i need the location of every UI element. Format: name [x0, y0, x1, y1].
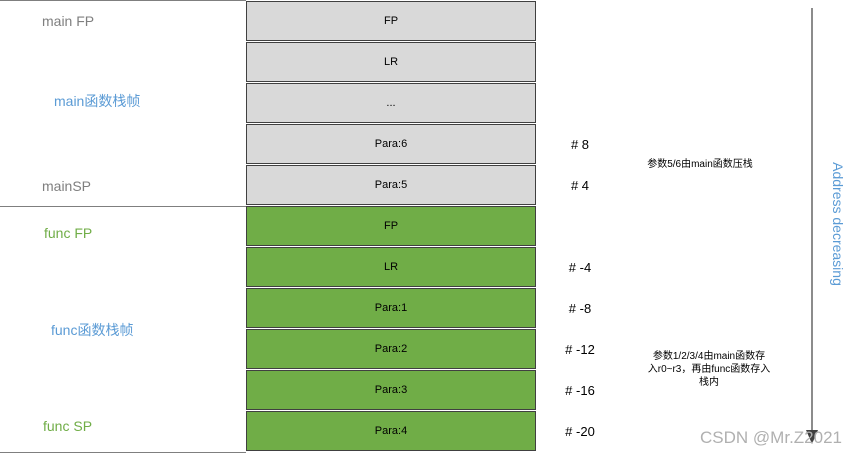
stack-cell-para5: Para:5	[246, 165, 536, 205]
main-fp-label: main FP	[42, 13, 95, 29]
stack-cell-main-ellipsis: ...	[246, 83, 536, 123]
stack-cell-para2: Para:2	[246, 329, 536, 369]
address-decreasing-label: Address decreasing	[830, 162, 846, 286]
stack-cell-func-fp: FP	[246, 206, 536, 246]
main-params-note: 参数5/6由main函数压栈	[647, 159, 753, 170]
func-params-note: 参数1/2/3/4由main函数存 入r0~r3，再由func函数存入 栈内	[624, 350, 794, 389]
func-params-note-line3: 栈内	[699, 377, 719, 388]
watermark: CSDN @Mr.Z2021	[700, 428, 842, 447]
frame-divider-line	[0, 206, 261, 207]
bottom-line	[0, 452, 246, 453]
func-params-note-line2: 入r0~r3，再由func函数存入	[647, 364, 771, 375]
stack-cell-func-lr: LR	[246, 247, 536, 287]
stack-cell-main-lr: LR	[246, 42, 536, 82]
offset-para6: # 8	[570, 137, 590, 152]
main-frame-label: main函数栈帧	[54, 93, 141, 109]
offset-para2: # -12	[565, 342, 595, 357]
func-fp-label: func FP	[44, 225, 93, 241]
offset-para4: # -20	[565, 424, 595, 439]
stack-cell-para6: Para:6	[246, 124, 536, 164]
func-frame-label: func函数栈帧	[51, 322, 134, 338]
offset-func-lr: # -4	[568, 260, 592, 275]
address-decreasing-arrow	[806, 8, 818, 444]
stack-cell-main-fp: FP	[246, 1, 536, 41]
top-line	[0, 0, 246, 1]
func-params-note-line1: 参数1/2/3/4由main函数存	[652, 351, 766, 362]
offset-para5: # 4	[570, 178, 590, 193]
offset-para3: # -16	[565, 383, 595, 398]
stack-cell-para4: Para:4	[246, 411, 536, 451]
stack-cell-para1: Para:1	[246, 288, 536, 328]
func-sp-label: func SP	[43, 418, 93, 434]
offset-para1: # -8	[568, 301, 592, 316]
stack-cell-para3: Para:3	[246, 370, 536, 410]
main-sp-label: mainSP	[42, 178, 92, 194]
